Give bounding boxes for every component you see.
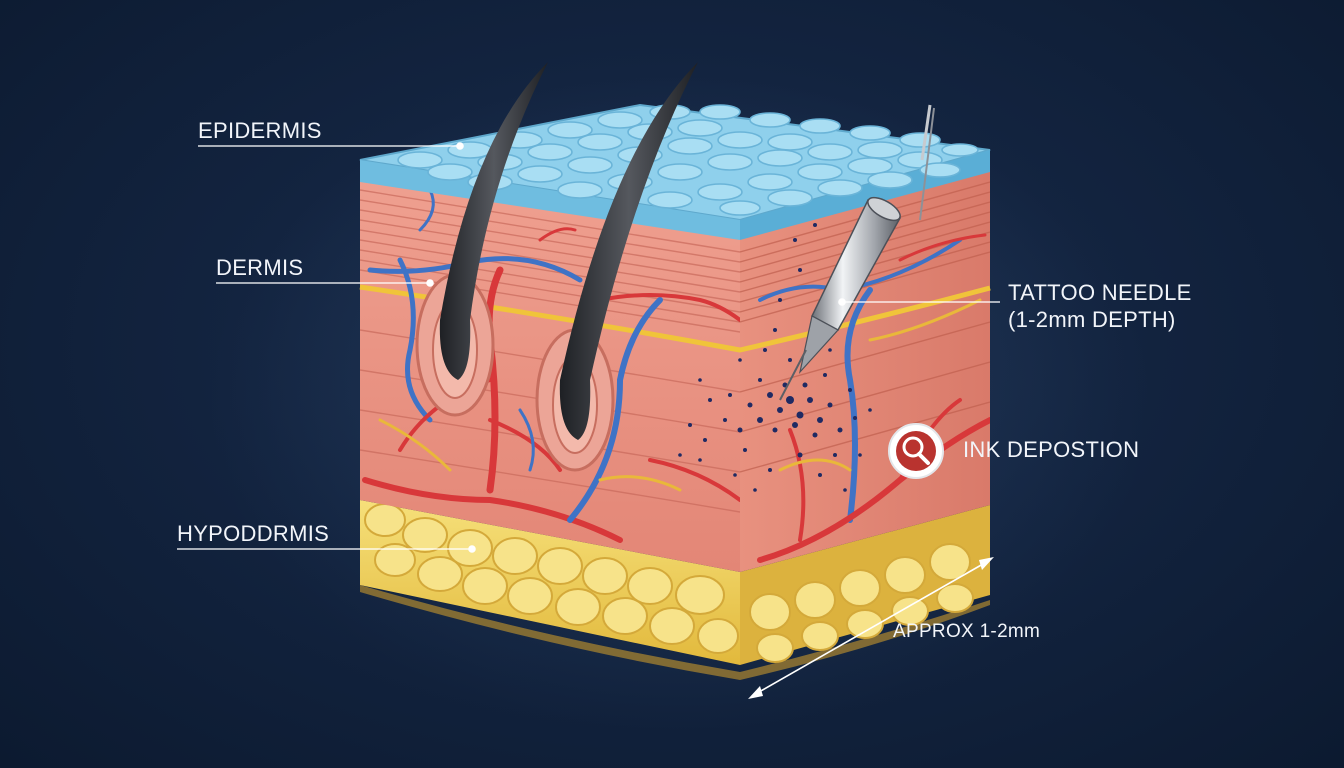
tattoo-needle-icon	[779, 104, 935, 401]
depth-arrow	[748, 557, 994, 699]
hair-strands	[439, 62, 698, 440]
epidermis-layer	[359, 103, 991, 240]
tattoo-needle-label-line1: TATTOO NEEDLE	[1008, 280, 1192, 305]
hypodermis-label: HYPODDRMIS	[177, 521, 330, 546]
dermis-label: DERMIS	[216, 255, 304, 280]
leader-lines	[177, 142, 1000, 553]
depth-measure-label: APPROX 1-2mm	[893, 621, 1041, 642]
tattoo-needle-label-line2: (1-2mm DEPTH)	[1008, 307, 1176, 332]
magnifier-icon	[888, 423, 944, 479]
epidermis-label: EPIDERMIS	[198, 118, 322, 143]
ink-deposition-label: INK DEPOSTION	[963, 437, 1140, 462]
hypodermis-layer	[360, 500, 990, 680]
tattoo-needle-label: TATTOO NEEDLE (1-2mm DEPTH)	[1008, 279, 1192, 333]
ink-particles	[678, 223, 872, 492]
